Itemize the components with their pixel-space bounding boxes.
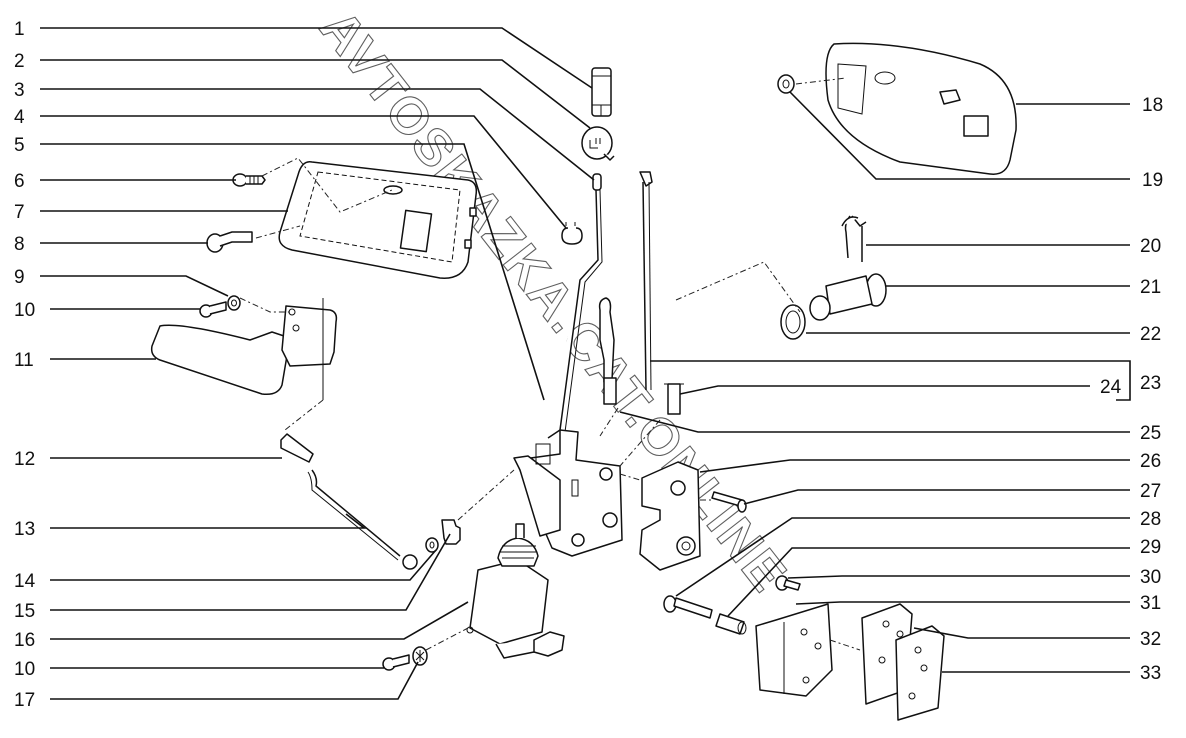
part-handle-rod: [280, 433, 418, 570]
callout-7: 7: [14, 202, 25, 223]
part-lock-cylinder: [809, 273, 887, 321]
callout-1: 1: [14, 19, 25, 40]
callout-3: 3: [14, 80, 25, 101]
callout-6: 6: [14, 171, 25, 192]
part-washer-14: [425, 537, 439, 553]
part-bolt-10-lower: [382, 654, 410, 671]
callout-10b: 10: [14, 659, 35, 680]
part-star-washer: [412, 646, 428, 666]
part-plug: [206, 231, 253, 253]
part-rod-clip-24: [664, 383, 684, 415]
callout-16: 16: [14, 630, 35, 651]
callout-27: 27: [1140, 481, 1161, 502]
part-screw-27: [711, 491, 747, 513]
part-bolt-30: [775, 575, 801, 591]
part-inner-handle: [150, 298, 338, 400]
part-lock-actuator: [466, 523, 565, 659]
callout-11: 11: [14, 350, 34, 371]
assembly-dashes: [239, 77, 861, 651]
callout-28: 28: [1140, 509, 1161, 530]
callout-25: 25: [1140, 423, 1161, 444]
callout-labels-left: 1 2 3 4 5 6 7 8 9 10 11 12 13 14 15 16 1…: [14, 19, 36, 711]
callout-14: 14: [14, 571, 36, 592]
part-retaining-clip: [841, 215, 867, 262]
callout-4: 4: [14, 107, 25, 128]
part-inner-handle-bezel: [278, 161, 478, 279]
callout-15: 15: [14, 601, 35, 622]
part-washer-9: [227, 295, 241, 311]
callout-23: 23: [1140, 373, 1161, 394]
part-striker: [639, 461, 701, 571]
callout-22: 22: [1140, 324, 1161, 345]
callout-9: 9: [14, 267, 25, 288]
callout-19: 19: [1142, 170, 1163, 191]
callout-20: 20: [1140, 236, 1161, 257]
callout-17: 17: [14, 690, 35, 711]
callout-31: 31: [1140, 593, 1161, 614]
callout-12: 12: [14, 449, 35, 470]
callout-10a: 10: [14, 300, 35, 321]
part-nut: [777, 74, 795, 94]
callout-labels-right: 18 19 20 21 22 23 24 25 26 27 28 29 30 3…: [1100, 95, 1163, 684]
callout-21: 21: [1140, 277, 1161, 298]
callout-13: 13: [14, 519, 35, 540]
part-bolt-10: [199, 301, 227, 318]
callout-30: 30: [1140, 567, 1161, 588]
part-lock-knob: [591, 67, 612, 117]
callout-32: 32: [1140, 629, 1161, 650]
callout-24: 24: [1100, 377, 1122, 398]
part-lock-rod: [547, 173, 603, 439]
part-hinge-bracket: [755, 603, 833, 697]
callout-8: 8: [14, 234, 25, 255]
part-knob-bushing: [581, 126, 615, 161]
leader-lines: [40, 27, 1131, 700]
part-gasket: [780, 304, 806, 340]
part-rod-assembly: [598, 171, 653, 405]
part-door-lock: [513, 429, 623, 557]
part-shims: [861, 603, 945, 721]
part-screw-6: [232, 173, 266, 187]
part-hinge-pin: [663, 595, 713, 619]
part-rod-clip: [561, 222, 583, 245]
part-clip-15: [441, 519, 461, 545]
callout-2: 2: [14, 51, 25, 72]
callout-18: 18: [1142, 95, 1163, 116]
callout-5: 5: [14, 135, 25, 156]
part-bushing: [715, 613, 747, 635]
callout-33: 33: [1140, 663, 1161, 684]
callout-26: 26: [1140, 451, 1161, 472]
callout-29: 29: [1140, 537, 1161, 558]
part-outer-handle: [825, 42, 1017, 175]
